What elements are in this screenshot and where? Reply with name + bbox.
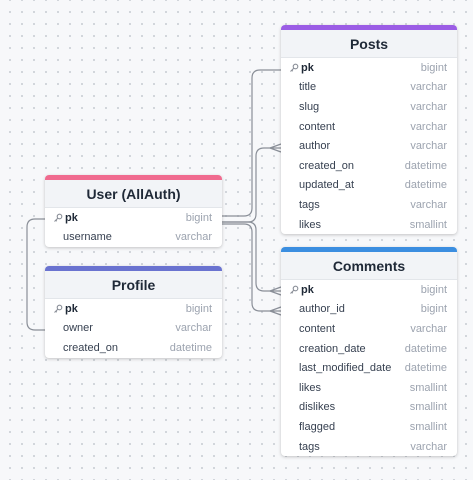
field-name: title [299,81,317,94]
profile-field-row[interactable]: owner varchar [45,319,222,339]
field-name: owner [63,322,93,335]
field-type: varchar [410,140,447,153]
field-name: username [63,231,112,244]
user-table[interactable]: User (AllAuth) pk bigint username varchar [45,175,222,248]
field-type: varchar [410,440,447,453]
user-table-header[interactable]: User (AllAuth) [45,175,222,208]
field-name: author_id [299,303,345,316]
field-type: smallint [409,218,447,231]
relation-user-comments-pk [222,221,281,292]
profile-table[interactable]: Profile pk bigint owner varchar created_on da… [45,266,222,358]
field-type: bigint [420,303,447,316]
field-name: tags [299,440,320,453]
posts-field-row[interactable]: created_on datetime [281,156,457,176]
field-name: slug [299,100,320,113]
field-name: pk [65,211,78,224]
field-type: smallint [409,381,447,394]
profile-field-row[interactable]: created_on datetime [45,338,222,358]
field-type: bigint [185,211,212,224]
field-name: updated_at [299,179,355,192]
comments-field-row[interactable]: dislikes smallint [281,398,457,418]
profile-field-row[interactable]: pk bigint [45,299,222,319]
comments-field-row[interactable]: last_modified_date datetime [281,358,457,378]
field-name: likes [299,218,322,231]
field-type: datetime [404,362,447,375]
relation-user-posts-pk [222,69,281,217]
comments-field-row[interactable]: tags varchar [281,437,457,457]
field-type: bigint [420,283,447,296]
comments-table-title: Comments [332,257,406,274]
field-type: varchar [175,322,212,335]
comments-field-row[interactable]: flagged smallint [281,417,457,437]
field-type: datetime [404,159,447,172]
relation-user-profile [26,218,45,331]
comments-field-row[interactable]: creation_date datetime [281,339,457,359]
comments-field-row[interactable]: author_id bigint [281,300,457,320]
field-type: datetime [404,342,447,355]
posts-field-row[interactable]: tags varchar [281,195,457,215]
comments-field-row[interactable]: content varchar [281,319,457,339]
field-name: tags [299,198,320,211]
profile-table-title: Profile [111,276,156,293]
field-name: created_on [63,341,119,354]
key-icon [53,213,63,223]
field-type: varchar [410,322,447,335]
field-name: pk [301,283,314,296]
user-field-row[interactable]: pk bigint [45,208,222,228]
comments-table[interactable]: Comments pk bigint author_id bigint content v… [281,247,457,457]
posts-table-title: Posts [349,35,389,52]
user-field-row[interactable]: username varchar [45,228,222,248]
posts-field-row[interactable]: author varchar [281,136,457,156]
posts-field-row[interactable]: slug varchar [281,97,457,117]
profile-table-header[interactable]: Profile [45,266,222,299]
field-type: varchar [410,198,447,211]
posts-field-row[interactable]: content varchar [281,117,457,137]
field-type: datetime [404,179,447,192]
field-name: author [299,140,331,153]
key-icon [289,285,299,295]
field-type: smallint [409,420,447,433]
field-name: content [299,322,336,335]
relation-user-comments-author [222,223,281,312]
field-type: varchar [410,81,447,94]
user-table-title: User (AllAuth) [86,185,181,202]
posts-field-row[interactable]: pk bigint [281,58,457,78]
field-type: bigint [185,302,212,315]
field-type: varchar [175,231,212,244]
posts-field-row[interactable]: likes smallint [281,215,457,235]
field-type: datetime [169,341,212,354]
field-name: flagged [299,420,336,433]
field-type: smallint [409,401,447,414]
field-name: created_on [299,159,355,172]
key-icon [289,63,299,73]
comments-field-row[interactable]: pk bigint [281,280,457,300]
field-type: varchar [410,100,447,113]
comments-table-header[interactable]: Comments [281,247,457,280]
posts-field-row[interactable]: updated_at datetime [281,176,457,196]
field-name: content [299,120,336,133]
key-icon [53,304,63,314]
field-type: varchar [410,120,447,133]
field-name: pk [65,302,78,315]
relation-user-posts-author [222,147,281,223]
field-name: creation_date [299,342,366,355]
comments-field-row[interactable]: likes smallint [281,378,457,398]
posts-table-header[interactable]: Posts [281,25,457,58]
field-name: pk [301,61,314,74]
posts-field-row[interactable]: title varchar [281,78,457,98]
field-name: last_modified_date [299,362,392,375]
field-name: dislikes [299,401,336,414]
field-name: likes [299,381,322,394]
field-type: bigint [420,61,447,74]
